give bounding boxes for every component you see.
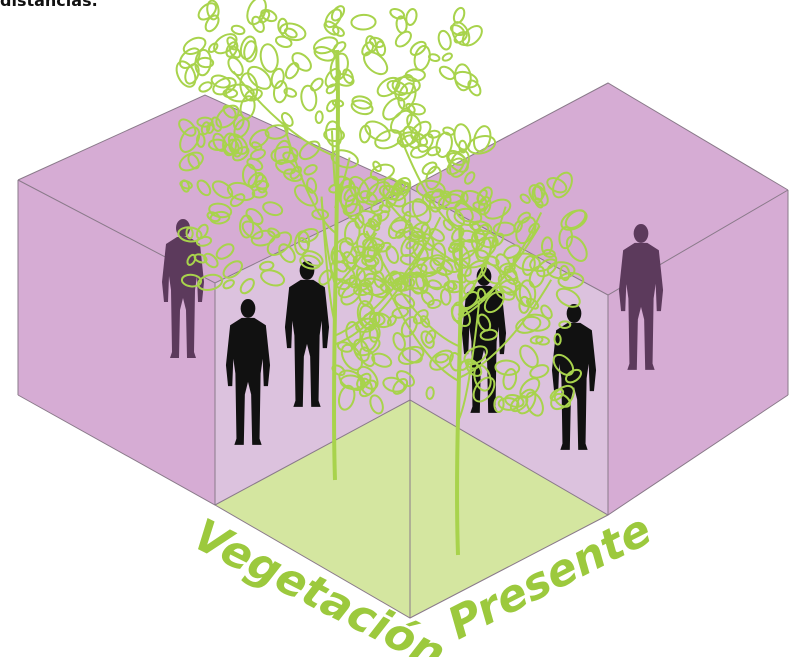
edge-line [17,394,789,516]
person-outer-right [618,223,664,370]
trees-group [175,0,588,556]
tree-right [329,131,588,556]
people-group [162,219,664,450]
right-box-top [410,83,788,295]
person-inner-right-front [551,303,597,450]
person-inner-left-front [225,298,271,445]
edge-line [214,504,609,619]
caption-fragment: distancias. [0,0,98,10]
courtyard-floor [215,400,608,618]
